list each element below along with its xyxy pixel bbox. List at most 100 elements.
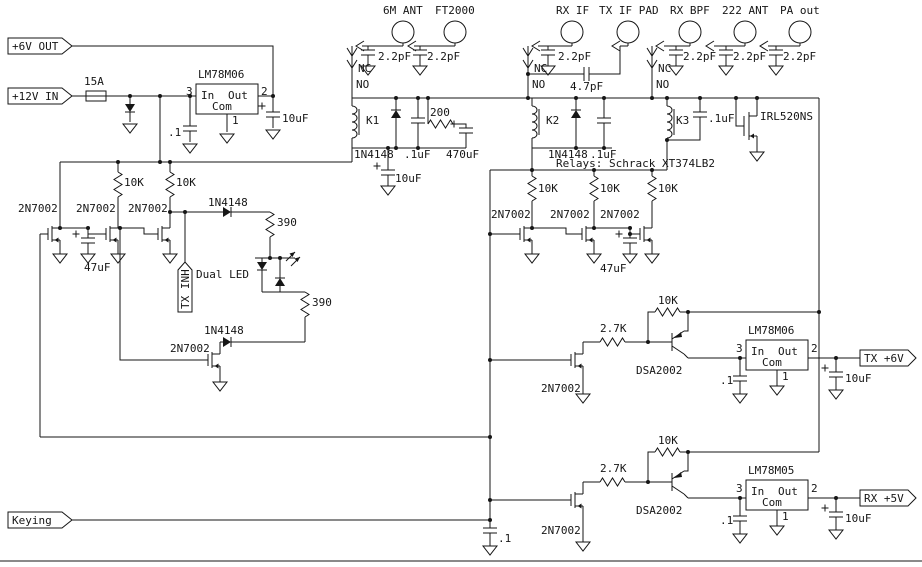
resistor-10k-label: 10K — [658, 182, 678, 195]
reg1-pin-in: In — [201, 89, 214, 102]
contact-nc-label: NC — [658, 62, 671, 75]
cap-point1-label: .1 — [720, 514, 733, 527]
contact-no-label: NO — [356, 78, 369, 91]
cap-2p2-label: 2.2pF — [733, 50, 766, 63]
resistor-10k-label: 10K — [124, 176, 144, 189]
diode-label: 1N4148 — [208, 196, 248, 209]
cap-100n-label: .1uF — [590, 148, 617, 161]
contact-nc-label: NC — [358, 62, 371, 75]
resistor-2k7-label: 2.7K — [600, 462, 627, 475]
connector-label-rx-bpf: RX BPF — [670, 4, 710, 17]
power-mosfet-arrow — [750, 133, 754, 139]
mosfet-label: 2N7002 — [491, 208, 531, 221]
wires-tx-section — [490, 311, 860, 394]
cap-47u-label: 47uF — [600, 262, 627, 275]
cap-4p7-label: 4.7pF — [570, 80, 603, 93]
resistor-10k-label: 10K — [600, 182, 620, 195]
wires-rx-section — [490, 451, 860, 542]
reg2-pin2: 2 — [811, 342, 818, 355]
cap-2p2-label: 2.2pF — [783, 50, 816, 63]
flag-6v-out — [7, 37, 73, 55]
ground-symbols — [52, 65, 844, 556]
mosfet-symbols — [39, 133, 754, 509]
connector-label-ft2000: FT2000 — [435, 4, 475, 17]
reg1-pin3: 3 — [186, 85, 193, 98]
relays-note: Relays: Schrack XT374LB2 — [556, 157, 715, 170]
resistor-10k-label: 10K — [658, 434, 678, 447]
mosfet-label: 2N7002 — [170, 342, 210, 355]
contact-no-label: NO — [532, 78, 545, 91]
cap-10u-label: 10uF — [395, 172, 422, 185]
pnp-symbols — [659, 330, 685, 495]
resistor-10k-label: 10K — [658, 294, 678, 307]
reg1-pin1: 1 — [232, 114, 239, 127]
mosfet-label: 2N7002 — [550, 208, 590, 221]
regulator-rx-box — [745, 479, 809, 511]
reg2-pin-in: In — [751, 345, 764, 358]
led-emission-arrows — [285, 251, 301, 267]
cap-point1-label: .1 — [498, 532, 511, 545]
diode-symbols — [124, 103, 582, 348]
mosfet-label: 2N7002 — [541, 382, 581, 395]
flag-tx-inh — [177, 261, 193, 313]
wires-connectors — [351, 43, 801, 98]
power-mosfet-label: IRL520NS — [760, 110, 813, 123]
flag-tx-inh-label: TX INH — [179, 269, 192, 309]
regulator-rx-title: LM78M05 — [748, 464, 794, 477]
reg2-pin-com: Com — [762, 356, 782, 369]
pnp-label: DSA2002 — [636, 364, 682, 377]
reg1-pin-com: Com — [212, 100, 232, 113]
resistor-2k7-label: 2.7K — [600, 322, 627, 335]
regulator-6v-title: LM78M06 — [198, 68, 244, 81]
reg3-pin-out: Out — [778, 485, 798, 498]
contact-nc-label: NC — [534, 62, 547, 75]
pnp-label: DSA2002 — [636, 504, 682, 517]
resistor-390-label: 390 — [312, 296, 332, 309]
connector-label-6m-ant: 6M ANT — [383, 4, 423, 17]
regulator-tx-box — [745, 339, 809, 371]
cap-100n-label: .1uF — [404, 148, 431, 161]
cap-100n-label: .1uF — [708, 112, 735, 125]
connector-circles — [391, 20, 812, 44]
flag-tx-6v-label: TX +6V — [864, 352, 904, 365]
flag-12v-in-label: +12V IN — [12, 90, 58, 103]
relay-coil-symbols — [351, 105, 675, 139]
reg3-pin1: 1 — [782, 510, 789, 523]
cap-10u-label: 10uF — [845, 512, 872, 525]
reg2-pin3: 3 — [736, 342, 743, 355]
reg2-pin-out: Out — [778, 345, 798, 358]
connector-label-tx-if-pad: TX IF PAD — [599, 4, 659, 17]
reg3-pin3: 3 — [736, 482, 743, 495]
flag-12v-in — [7, 87, 73, 105]
diode-label: 1N4148 — [204, 324, 244, 337]
flag-tx-6v — [859, 349, 917, 367]
cap-2p2-label: 2.2pF — [558, 50, 591, 63]
diode-label: 1N4148 — [354, 148, 394, 161]
reg1-10uf-label: 10uF — [282, 112, 309, 125]
wires — [0, 43, 922, 562]
connector-label-222-ant: 222 ANT — [722, 4, 769, 17]
diode-label: 1N4148 — [548, 148, 588, 161]
flag-keying — [7, 511, 73, 529]
contact-no-label: NO — [656, 78, 669, 91]
reg3-pin-com: Com — [762, 496, 782, 509]
fuse-symbol — [85, 90, 107, 102]
flag-6v-out-label: +6V OUT — [12, 40, 59, 53]
resistor-200-label: 200 — [430, 106, 450, 119]
junction-dots — [58, 72, 838, 522]
cap-470u-label: 470uF — [446, 148, 479, 161]
connector-label-pa-out: PA out — [780, 4, 820, 17]
cap-10u-label: 10uF — [845, 372, 872, 385]
resistor-390-label: 390 — [277, 216, 297, 229]
reg1-pin2: 2 — [261, 85, 268, 98]
mosfet-label: 2N7002 — [128, 202, 168, 215]
wires-right-cluster — [72, 169, 667, 546]
reg1-cap-label: .1 — [168, 126, 181, 139]
mosfet-label: 2N7002 — [76, 202, 116, 215]
resistor-10k-label: 10K — [176, 176, 196, 189]
connector-label-rx-if: RX IF — [556, 4, 589, 17]
mosfet-label: 2N7002 — [18, 202, 58, 215]
mosfet-label: 2N7002 — [600, 208, 640, 221]
